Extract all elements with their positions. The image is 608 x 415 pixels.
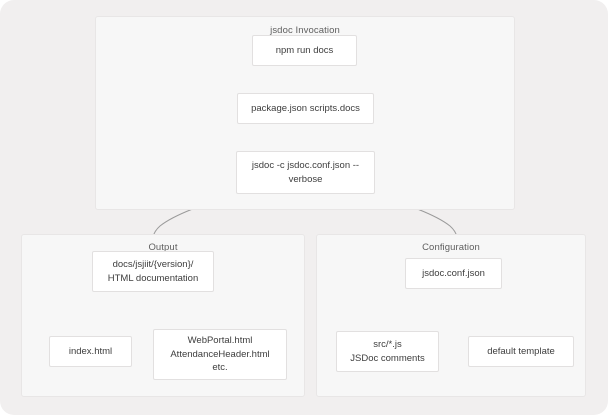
node-jsdoc-command[interactable]: jsdoc -c jsdoc.conf.json -- verbose (236, 151, 375, 194)
node-index-html[interactable]: index.html (49, 336, 132, 367)
node-npm-run-docs-text: npm run docs (275, 44, 334, 56)
node-jsdoc-conf-json[interactable]: jsdoc.conf.json (405, 258, 502, 289)
cluster-label-configuration: Configuration (422, 242, 480, 253)
node-docs-output-dir-text: docs/jsjiit/{version}/ HTML documentatio… (107, 258, 199, 284)
node-html-pages[interactable]: WebPortal.html AttendanceHeader.html etc… (153, 329, 287, 380)
node-package-json-scripts-docs-text: package.json scripts.docs (251, 102, 360, 114)
node-package-json-scripts-docs[interactable]: package.json scripts.docs (237, 93, 374, 124)
node-default-template-text: default template (487, 345, 555, 357)
node-default-template[interactable]: default template (468, 336, 574, 367)
node-index-html-text: index.html (68, 345, 113, 357)
cluster-label-jsdoc-invocation: jsdoc Invocation (270, 25, 340, 36)
node-html-pages-text: WebPortal.html AttendanceHeader.html etc… (170, 334, 270, 374)
node-src-jsdoc-comments[interactable]: src/*.js JSDoc comments (336, 331, 439, 372)
node-jsdoc-command-text: jsdoc -c jsdoc.conf.json -- verbose (251, 159, 360, 185)
cluster-label-output: Output (148, 242, 178, 253)
node-jsdoc-conf-json-text: jsdoc.conf.json (422, 267, 485, 279)
node-npm-run-docs[interactable]: npm run docs (252, 35, 357, 66)
node-docs-output-dir[interactable]: docs/jsjiit/{version}/ HTML documentatio… (92, 251, 214, 292)
node-src-jsdoc-comments-text: src/*.js JSDoc comments (350, 338, 425, 364)
